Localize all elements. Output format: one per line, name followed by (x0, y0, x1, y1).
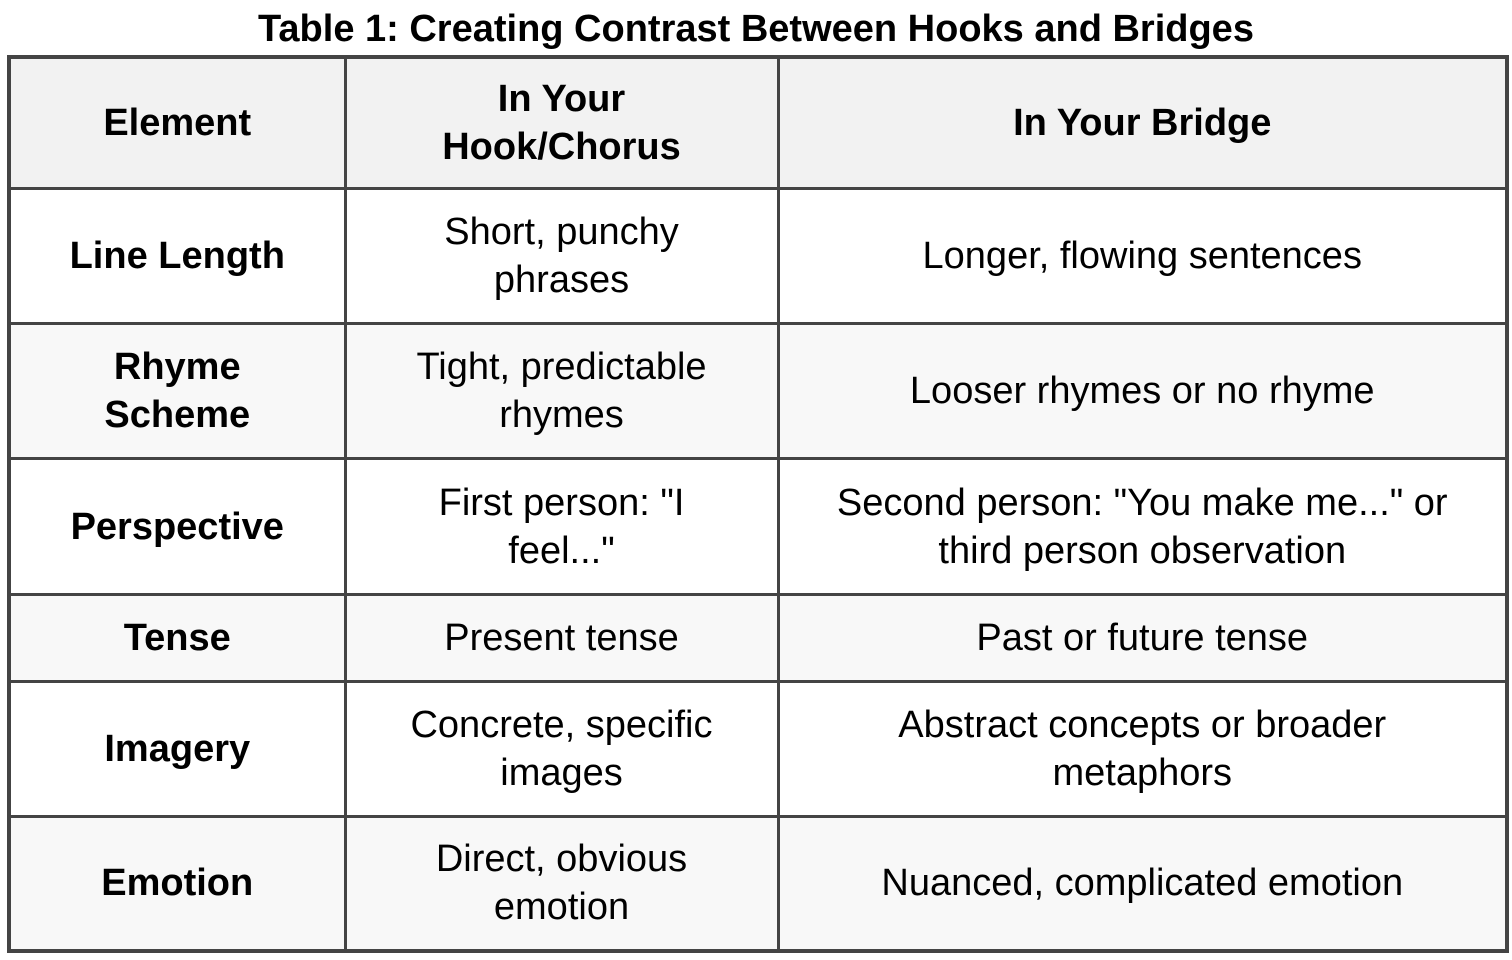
bridge-cell: Nuanced, complicated emotion (776, 815, 1509, 952)
table-title: Table 1: Creating Contrast Between Hooks… (258, 8, 1254, 50)
element-cell: Imagery (7, 680, 347, 818)
hook-cell: Concrete, specific images (343, 680, 780, 818)
header-element: Element (7, 55, 347, 190)
table-row: Rhyme Scheme Tight, predictable rhymes L… (7, 322, 1509, 460)
bridge-cell: Abstract concepts or broader metaphors (776, 680, 1509, 818)
element-cell: Line Length (7, 187, 347, 325)
bridge-cell: Past or future tense (776, 593, 1509, 683)
bridge-cell: Second person: "You make me..." or third… (776, 457, 1509, 596)
bridge-cell: Looser rhymes or no rhyme (776, 322, 1509, 460)
header-bridge: In Your Bridge (776, 55, 1509, 190)
header-hook: In Your Hook/Chorus (343, 55, 780, 190)
hook-cell: First person: "I feel..." (343, 457, 780, 596)
table-row: Perspective First person: "I feel..." Se… (7, 457, 1509, 596)
hook-cell: Direct, obvious emotion (343, 815, 780, 952)
table-row: Imagery Concrete, specific images Abstra… (7, 680, 1509, 818)
element-cell: Rhyme Scheme (7, 322, 347, 460)
comparison-table: Element In Your Hook/Chorus In Your Brid… (7, 55, 1509, 953)
element-cell: Tense (7, 593, 347, 683)
hook-cell: Short, punchy phrases (343, 187, 780, 325)
hook-cell: Present tense (343, 593, 780, 683)
table-row: Tense Present tense Past or future tense (7, 593, 1509, 683)
table-row: Emotion Direct, obvious emotion Nuanced,… (7, 815, 1509, 952)
header-row: Element In Your Hook/Chorus In Your Brid… (7, 55, 1509, 190)
element-cell: Emotion (7, 815, 347, 952)
table-row: Line Length Short, punchy phrases Longer… (7, 187, 1509, 325)
element-cell: Perspective (7, 457, 347, 596)
bridge-cell: Longer, flowing sentences (776, 187, 1509, 325)
hook-cell: Tight, predictable rhymes (343, 322, 780, 460)
